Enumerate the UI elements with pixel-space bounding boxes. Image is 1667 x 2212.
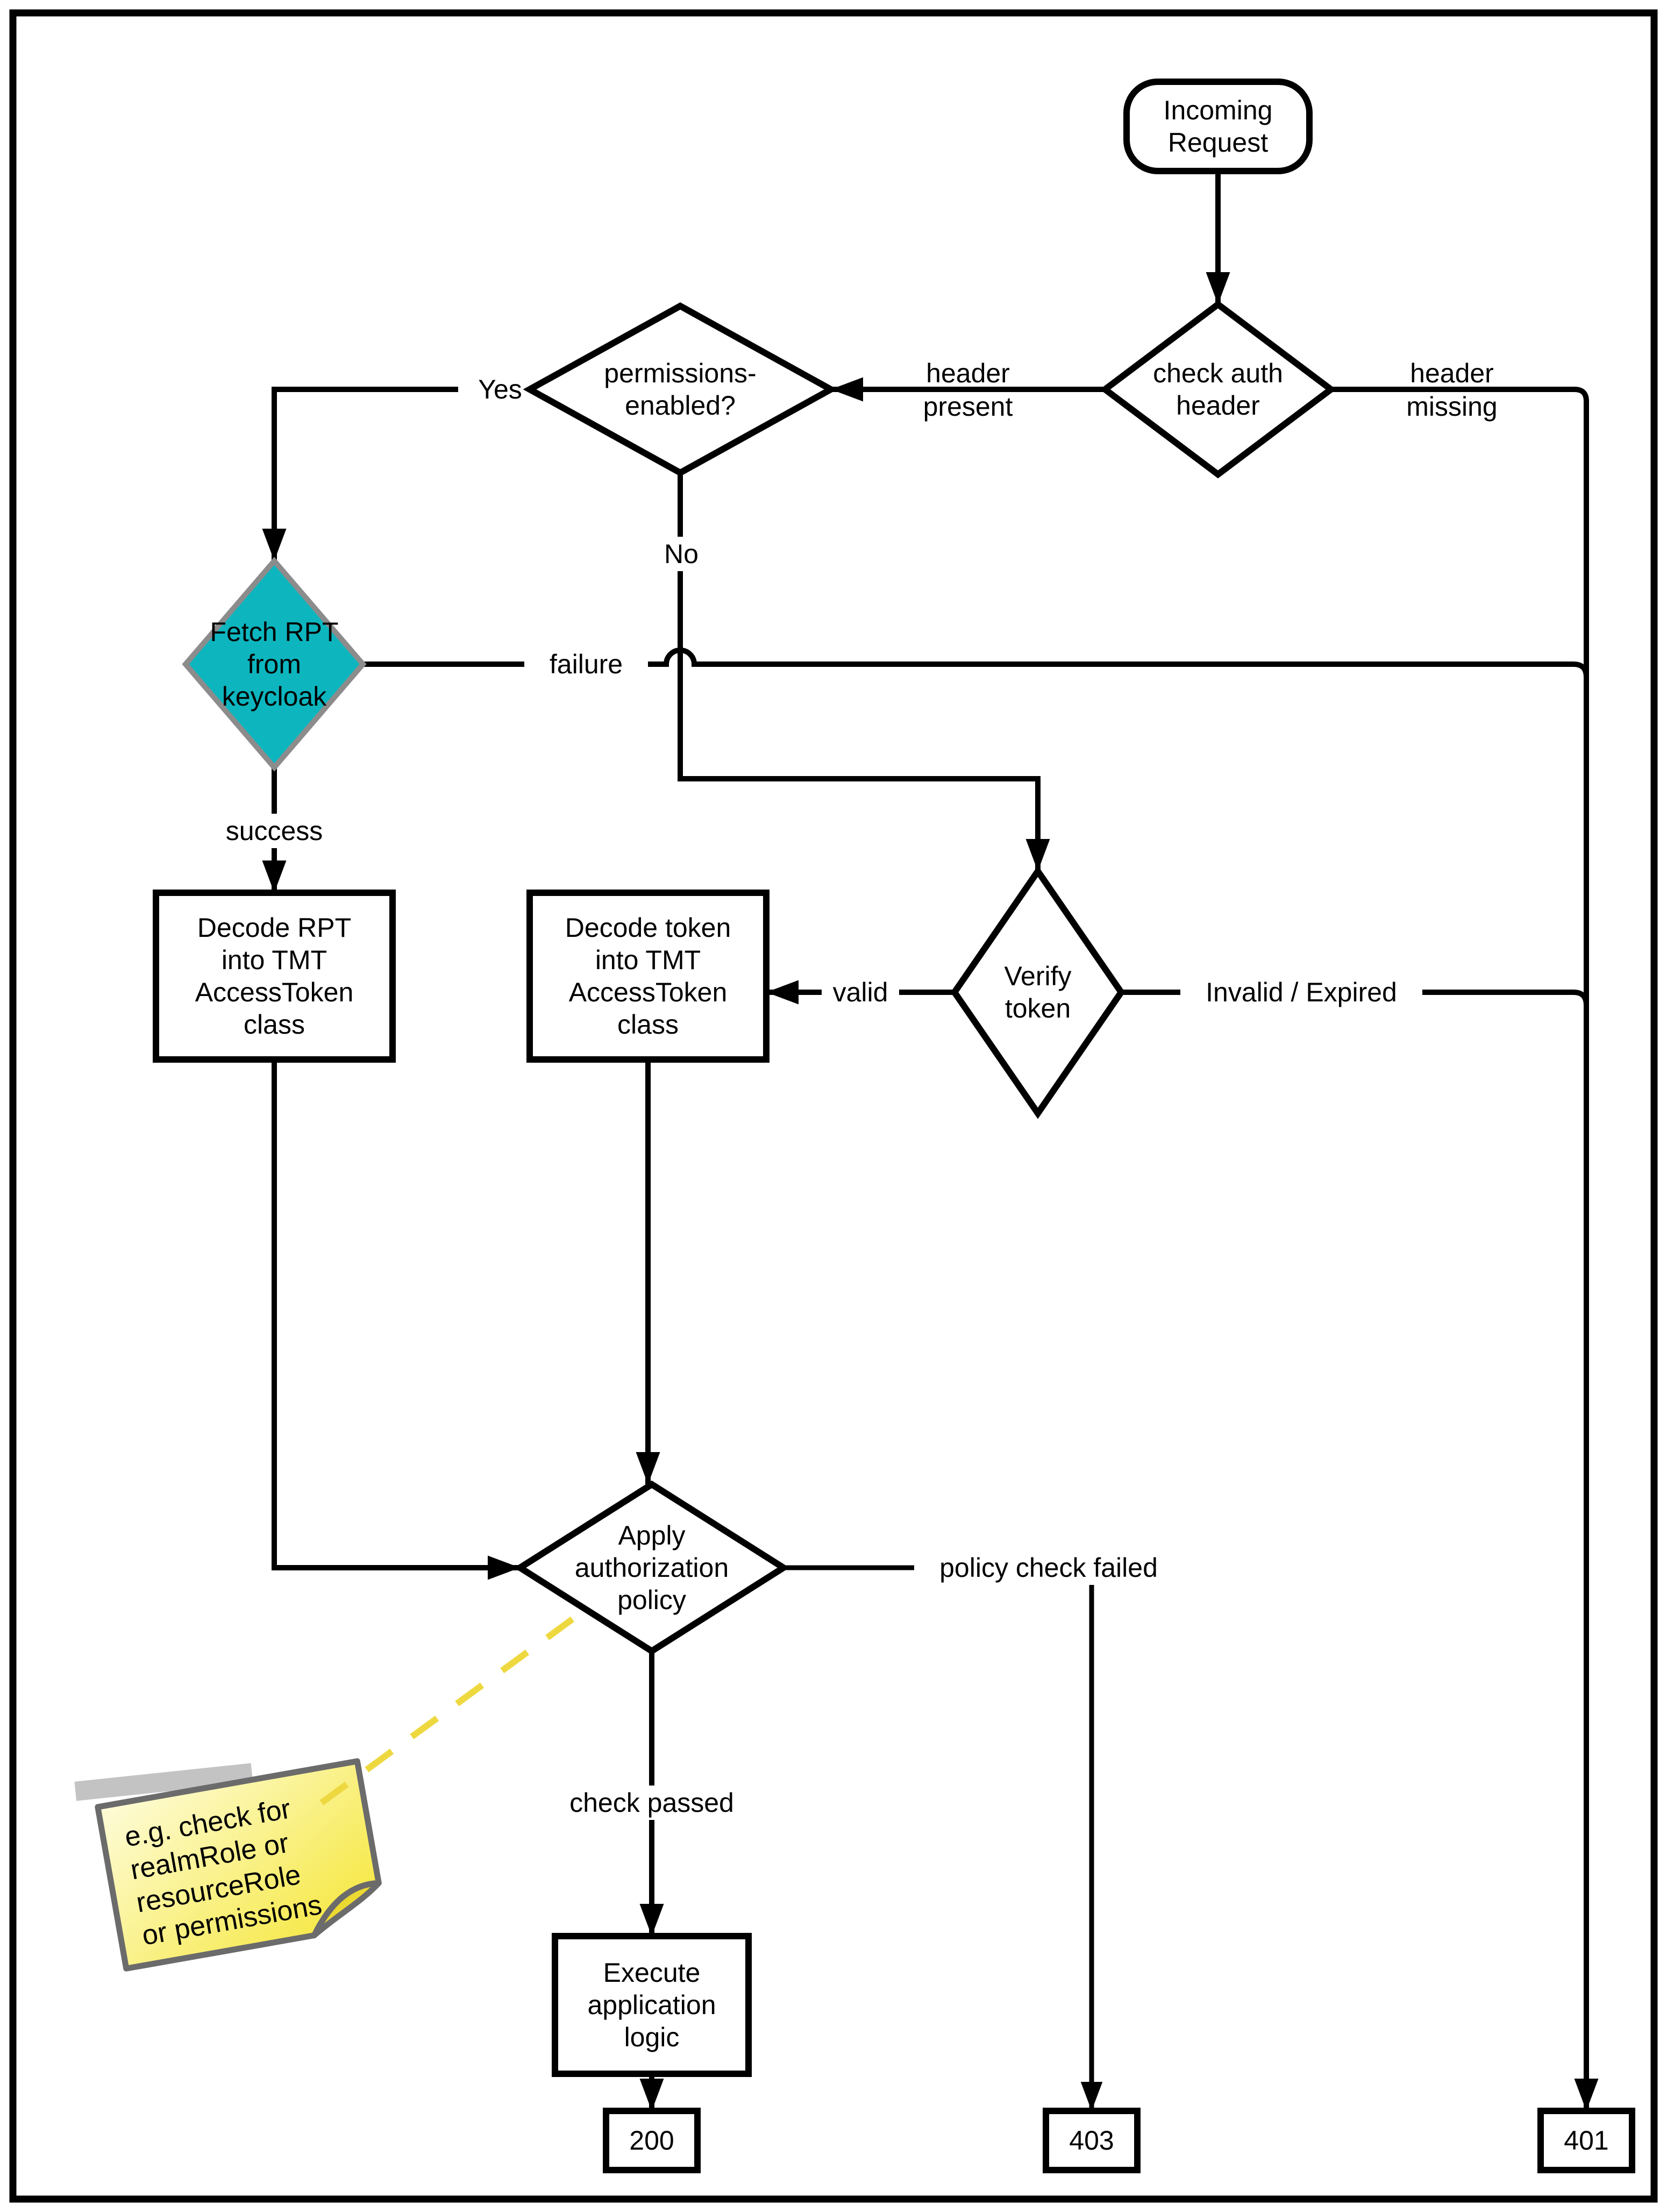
- node-incoming-request-line2: Request: [1168, 127, 1268, 158]
- label-check-passed: check passed: [569, 1788, 734, 1818]
- label-valid: valid: [833, 977, 888, 1007]
- node-decode-token-line4: class: [617, 1009, 679, 1040]
- node-permissions-enabled: [523, 302, 838, 476]
- label-yes: Yes: [478, 374, 522, 404]
- node-fetch-rpt-line1: Fetch RPT: [210, 617, 339, 647]
- status-box-401: [1537, 2108, 1635, 2173]
- node-execute-line3: logic: [624, 2022, 680, 2052]
- label-policy-check-failed: policy check failed: [939, 1553, 1158, 1583]
- label-invalid-expired: Invalid / Expired: [1206, 977, 1397, 1007]
- node-check-auth-line1: check auth: [1153, 358, 1283, 388]
- node-check-auth-header: [1100, 300, 1336, 479]
- label-header-missing-2: missing: [1406, 392, 1497, 422]
- edge-permissions-to-fetchrpt: [262, 387, 530, 561]
- edge-fetchrpt-failure: [363, 648, 1589, 678]
- label-bg-valid: [822, 975, 899, 1009]
- node-verify-line1: Verify: [1004, 961, 1071, 991]
- edges: [262, 171, 1599, 2111]
- status-box-403: [1043, 2108, 1141, 2173]
- node-fetch-rpt: [182, 557, 367, 772]
- label-header-missing: header: [1410, 358, 1494, 388]
- node-decode-token-line3: AccessToken: [569, 977, 728, 1007]
- node-incoming-request-line1: Incoming: [1164, 95, 1273, 125]
- sticky-note: e.g. check for realmRole or resourceRole…: [95, 1758, 382, 1972]
- label-success: success: [226, 816, 323, 846]
- node-apply-line2: authorization: [575, 1553, 729, 1583]
- node-fetch-rpt-line2: from: [247, 649, 301, 679]
- node-decode-token: [526, 890, 770, 1063]
- label-bg-policy-failed: [914, 1550, 1183, 1585]
- status-401: 401: [1564, 2125, 1608, 2156]
- label-header-present-2: present: [923, 392, 1013, 422]
- node-decode-rpt-line2: into TMT: [222, 945, 327, 975]
- node-apply-line3: policy: [617, 1585, 686, 1615]
- node-execute-line2: application: [587, 1990, 716, 2020]
- label-bg-failure: [524, 647, 648, 681]
- node-decode-token-line2: into TMT: [595, 945, 701, 975]
- edge-verify-invalid: [1121, 990, 1589, 1006]
- node-decode-rpt-line4: class: [244, 1009, 305, 1040]
- node-check-auth-line2: header: [1176, 390, 1260, 421]
- edge-checkauth-to-401: [1331, 387, 1599, 2111]
- node-decode-token-line1: Decode token: [565, 913, 731, 943]
- node-decode-rpt-line1: Decode RPT: [197, 913, 351, 943]
- edge-labels: header present header missing Yes No fai…: [212, 358, 1498, 1820]
- label-no: No: [664, 539, 699, 569]
- status-box-200: [603, 2108, 701, 2173]
- status-403: 403: [1069, 2125, 1114, 2156]
- label-header-present: header: [926, 358, 1010, 388]
- edge-permissions-no-to-verify: [678, 473, 1050, 871]
- node-execute-logic: [552, 1933, 752, 2077]
- node-verify-line2: token: [1005, 993, 1071, 1023]
- node-fetch-rpt-line3: keycloak: [222, 681, 327, 712]
- node-incoming-request: [1123, 79, 1313, 174]
- label-failure: failure: [550, 649, 623, 679]
- label-bg-invalid: [1180, 975, 1422, 1009]
- node-apply-line1: Apply: [618, 1520, 685, 1550]
- sticky-note-tape: [74, 1763, 253, 1801]
- node-apply-policy: [514, 1480, 790, 1655]
- nodes: Incoming Request check auth header permi…: [153, 79, 1635, 2173]
- sticky-note-group: e.g. check for realmRole or resourceRole…: [74, 1606, 588, 1972]
- node-execute-line1: Execute: [603, 1958, 701, 1988]
- node-verify-token: [950, 865, 1125, 1119]
- node-decode-rpt-line3: AccessToken: [195, 977, 354, 1007]
- node-permissions-line1: permissions-: [604, 358, 756, 388]
- node-permissions-line2: enabled?: [625, 390, 736, 421]
- edge-decoderpt-to-apply: [272, 1059, 520, 1580]
- node-decode-rpt: [153, 890, 396, 1063]
- status-200: 200: [629, 2125, 674, 2156]
- label-bg-no: [648, 537, 715, 571]
- label-bg-success: [212, 814, 336, 848]
- label-bg-check-passed: [559, 1786, 744, 1820]
- sticky-note-fold: [311, 1880, 382, 1939]
